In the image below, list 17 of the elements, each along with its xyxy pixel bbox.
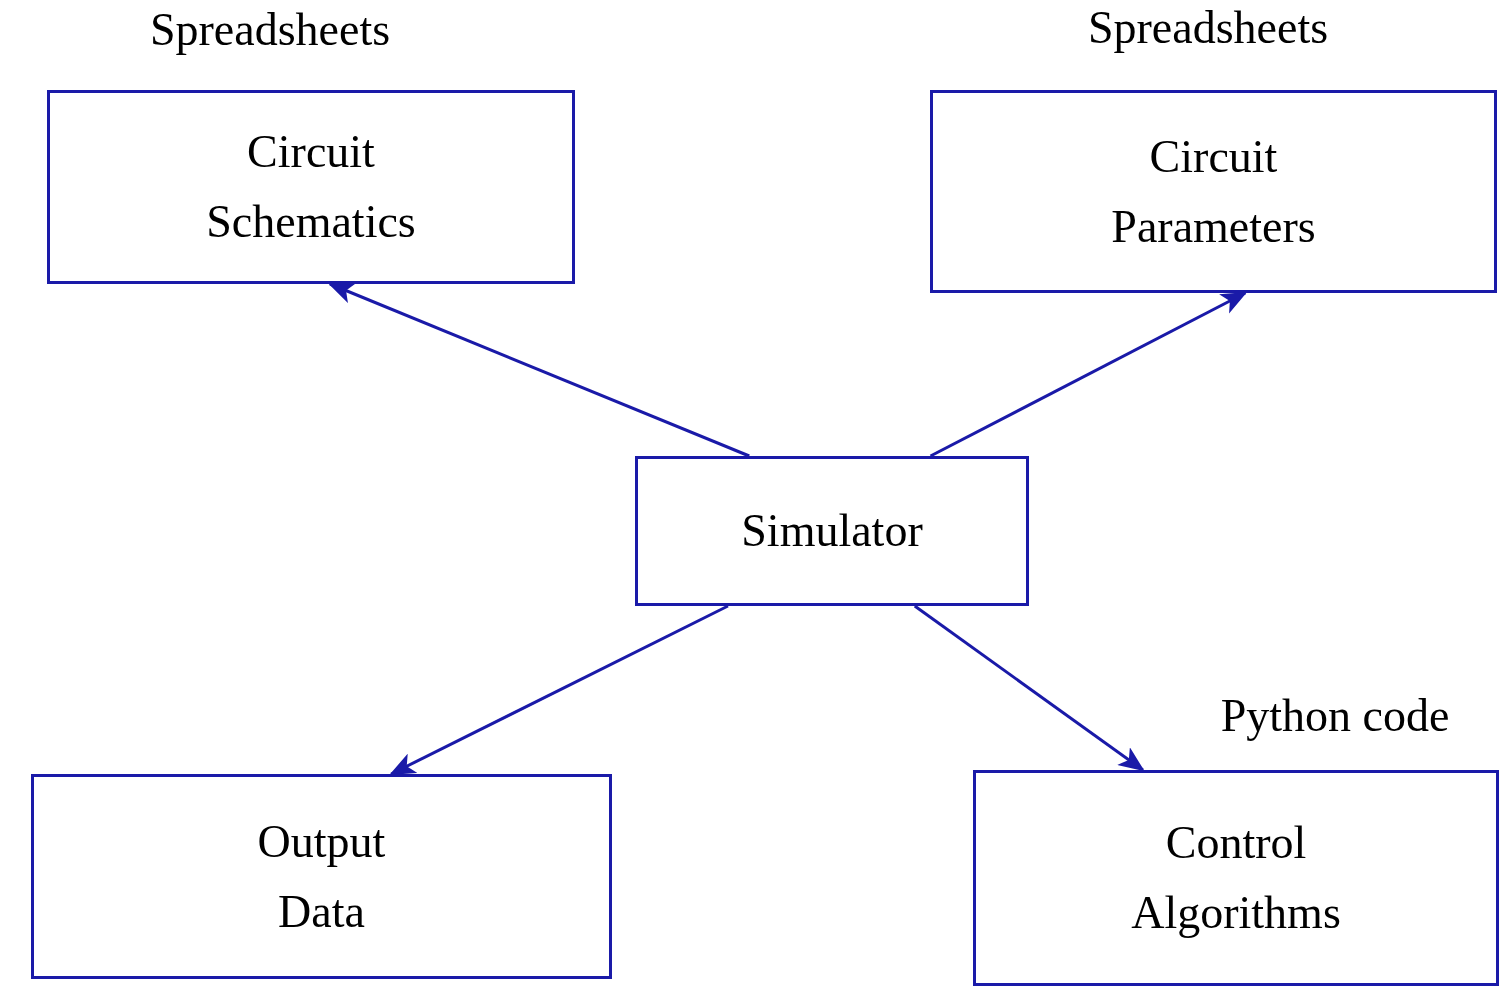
process-box (635, 456, 1029, 606)
box-label: Control Algorithms (1131, 816, 1341, 940)
process-box (973, 770, 1499, 986)
arrow (328, 282, 750, 458)
box-label: Output Data (257, 814, 386, 939)
arrow (389, 604, 729, 776)
process-box (31, 774, 612, 979)
tool-note: Spreadsheets (148, 3, 392, 57)
arrow (913, 604, 1145, 772)
tool-note: Python code (1219, 689, 1451, 743)
process-box (47, 90, 575, 284)
box-label: Circuit Schematics (206, 125, 416, 249)
box-label: Simulator (741, 504, 923, 558)
process-box (930, 90, 1497, 293)
box-label: Circuit Parameters (1111, 129, 1316, 254)
tool-note: Spreadsheets (1086, 1, 1330, 55)
arrow (929, 291, 1248, 458)
